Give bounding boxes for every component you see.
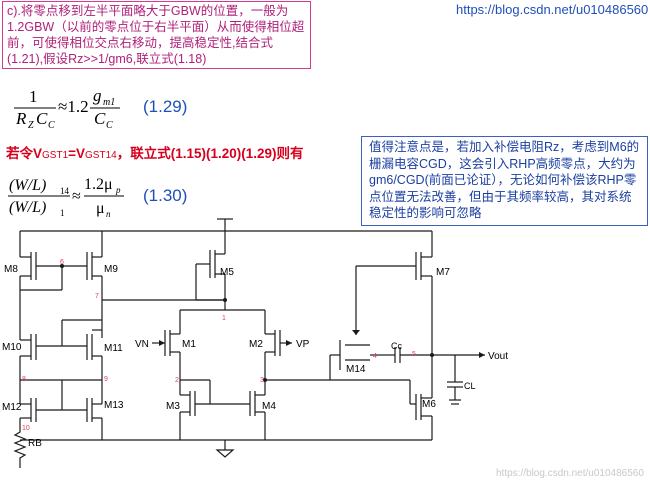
eq129-rhs-num-g: g	[93, 86, 102, 105]
eq129-approx: ≈1.2	[58, 97, 89, 116]
label-cc: Cc	[391, 341, 402, 351]
m14-gate-arrow	[352, 330, 360, 335]
source-url: https://blog.csdn.net/u010486560	[456, 2, 649, 17]
eq130-den-sub: 1	[60, 208, 65, 218]
label-m3: M3	[166, 401, 180, 412]
eq129-lhs-den-r-sub: Z	[28, 120, 34, 131]
node5-dot	[430, 353, 434, 357]
m13-transistor	[86, 398, 103, 440]
eq130-number: (1.30)	[143, 186, 188, 205]
eq129-rhs-num-sub: m1	[103, 97, 115, 108]
node-3: 3	[260, 377, 264, 384]
eq130-den: (W/L)	[9, 199, 46, 216]
eq129-lhs-num: 1	[29, 87, 38, 106]
eq130-num-sub: 14	[60, 186, 70, 196]
label-m2: M2	[249, 339, 263, 350]
vn-arrow	[159, 340, 165, 346]
m2-transistor	[264, 310, 292, 395]
eq129-lhs-den-r: R	[15, 109, 27, 128]
eq129-number: (1.29)	[143, 97, 188, 116]
node-9: 9	[104, 376, 108, 383]
label-cl: CL	[464, 381, 476, 391]
equation-1-30: (W/L) 14 (W/L) 1 ≈ 1.2μ p μ n	[8, 176, 124, 219]
label-m8: M8	[4, 264, 18, 275]
rb-resistor	[13, 428, 27, 468]
label-m4: M4	[262, 401, 276, 412]
vout-arrow	[479, 352, 485, 358]
label-m5: M5	[220, 267, 234, 278]
label-m11: M11	[104, 343, 123, 354]
m5-transistor	[195, 231, 226, 300]
label-vn: VN	[135, 339, 149, 350]
label-m10: M10	[2, 342, 22, 353]
right-note: 值得注意点是，若加入补偿电阻Rz，考虑到M6的栅漏电容CGD，这会引入RHP高频…	[361, 136, 648, 226]
node7-dot	[223, 298, 227, 302]
equation-1-29: 1 R Z C C ≈1.2 g m1 C C	[14, 86, 120, 131]
m9-transistor	[86, 231, 103, 300]
gnd-symbol	[215, 449, 235, 458]
eq130-rhs-den-sub: n	[106, 209, 111, 219]
top-left-note-text: c).将零点移到左半平面略大于GBW的位置，一般为1.2GBW（以前的零点位于右…	[7, 4, 305, 66]
label-m14: M14	[346, 364, 366, 375]
red-condition-line: 若令VGST1=VGST14，联立式(1.15)(1.20)(1.29)则有	[6, 142, 304, 162]
eq130-num: (W/L)	[9, 177, 46, 194]
m7-transistor	[355, 231, 433, 355]
label-rb: RB	[28, 438, 42, 449]
m14-transistor	[329, 340, 385, 380]
red-line-s1: GST1	[42, 150, 69, 161]
label-m12: M12	[2, 402, 22, 413]
red-line-s2: GST14	[85, 150, 117, 161]
node-8: 8	[22, 376, 26, 383]
m6-transistor	[410, 355, 433, 440]
m3-transistor	[179, 391, 196, 440]
eq130-rhs-num-sub: p	[115, 185, 121, 195]
m10-transistor	[19, 334, 37, 404]
node-7: 7	[95, 293, 99, 300]
eq129-lhs-den-c-sub: C	[48, 120, 55, 131]
node-2: 2	[175, 377, 179, 384]
node-10: 10	[22, 425, 30, 432]
node-5: 5	[412, 351, 416, 358]
label-vp: VP	[296, 339, 310, 350]
red-line-t3: ，联立式(1.15)(1.20)(1.29)则有	[116, 146, 304, 161]
eq130-rhs-num: 1.2μ	[84, 176, 113, 193]
node-1: 1	[222, 315, 226, 322]
m12-transistor	[19, 398, 37, 428]
eq129-lhs-den-c: C	[36, 109, 48, 128]
node3-dot	[263, 378, 267, 382]
label-m9: M9	[104, 264, 118, 275]
label-m13: M13	[104, 400, 124, 411]
node-6: 6	[60, 259, 64, 266]
eq129-rhs-den-sub: C	[106, 120, 113, 131]
node-4: 4	[373, 353, 377, 360]
vp-arrow	[286, 340, 292, 346]
m4-transistor	[249, 391, 266, 440]
red-line-t1: 若令V	[6, 146, 43, 161]
top-left-note: c).将零点移到左半平面略大于GBW的位置，一般为1.2GBW（以前的零点位于右…	[2, 1, 311, 69]
red-line-t2: =V	[68, 146, 86, 161]
right-note-text: 值得注意点是，若加入补偿电阻Rz，考虑到M6的栅漏电容CGD，这会引入RHP高频…	[369, 140, 640, 220]
node6-dot	[60, 264, 64, 268]
m8-transistor	[19, 231, 37, 340]
eq130-rhs-den: μ	[96, 200, 105, 217]
eq129-rhs-den-c: C	[94, 109, 106, 128]
label-m1: M1	[182, 339, 196, 350]
m11-transistor	[86, 329, 103, 404]
label-m6: M6	[422, 399, 436, 410]
label-vout: Vout	[488, 351, 508, 362]
watermark: https://blog.csdn.net/u010486560	[496, 468, 644, 479]
label-m7: M7	[436, 267, 450, 278]
eq130-approx: ≈	[72, 188, 81, 205]
